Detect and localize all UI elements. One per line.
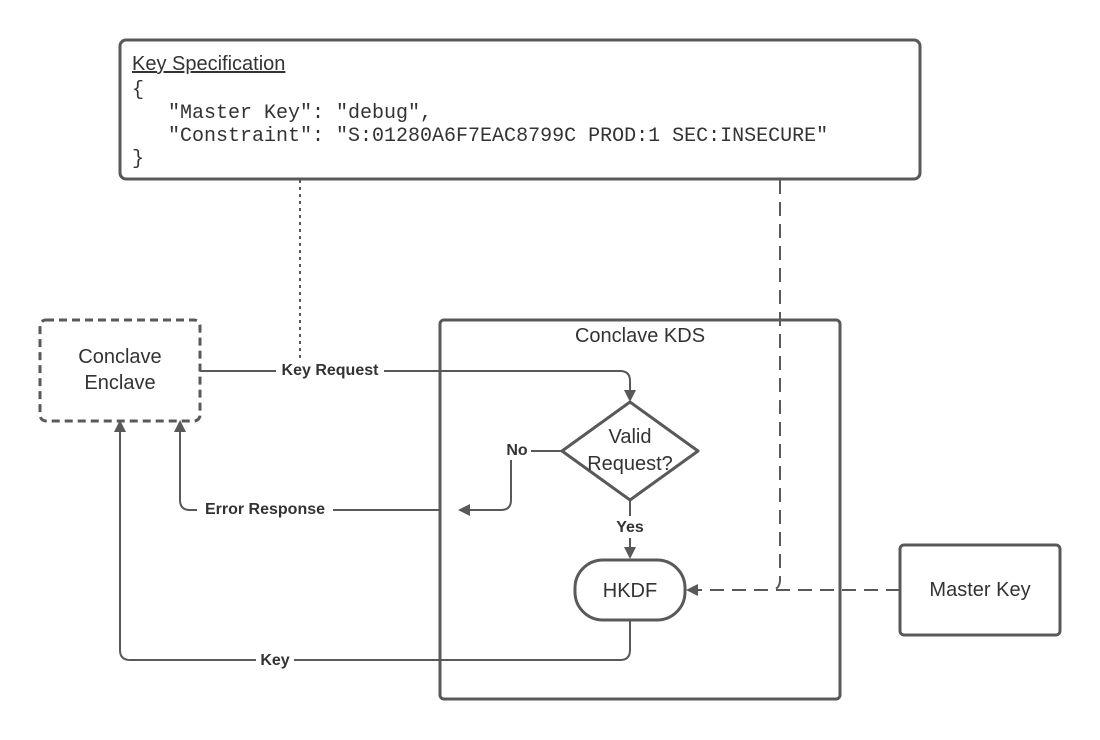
key-spec-line-1: { bbox=[132, 79, 144, 102]
key-edge bbox=[114, 420, 631, 661]
yes-label: Yes bbox=[616, 519, 644, 536]
valid-request-decision: Valid Request? bbox=[560, 400, 700, 502]
key-spec-line-3: "Constraint": "S:01280A6F7EAC8799C PROD:… bbox=[132, 125, 828, 148]
master-key-box: Master Key bbox=[898, 543, 1062, 637]
key-specification-box: Key Specification { "Master Key": "debug… bbox=[118, 38, 922, 181]
error-response-label: Error Response bbox=[205, 501, 325, 518]
enclave-label-line-1: Conclave bbox=[78, 346, 161, 368]
no-label: No bbox=[506, 442, 528, 459]
key-specification-title: Key Specification bbox=[132, 53, 285, 75]
enclave-label-line-2: Enclave bbox=[84, 372, 155, 394]
hkdf-node: HKDF bbox=[573, 558, 687, 622]
master-key-label: Master Key bbox=[929, 579, 1030, 601]
key-request-label: Key Request bbox=[282, 362, 380, 379]
no-edge bbox=[458, 450, 562, 516]
hkdf-label: HKDF bbox=[603, 580, 657, 602]
spec-to-hkdf-connector bbox=[769, 180, 781, 591]
key-label: Key bbox=[260, 652, 289, 669]
error-response-edge bbox=[174, 420, 440, 511]
decision-label-line-2: Request? bbox=[587, 453, 673, 475]
decision-label-line-1: Valid bbox=[609, 426, 652, 448]
key-spec-line-2: "Master Key": "debug", bbox=[132, 102, 432, 125]
conclave-enclave-box: Conclave Enclave bbox=[38, 318, 202, 423]
key-request-edge bbox=[200, 370, 636, 402]
key-spec-line-4: } bbox=[132, 148, 144, 171]
conclave-kds-title: Conclave KDS bbox=[575, 325, 705, 347]
